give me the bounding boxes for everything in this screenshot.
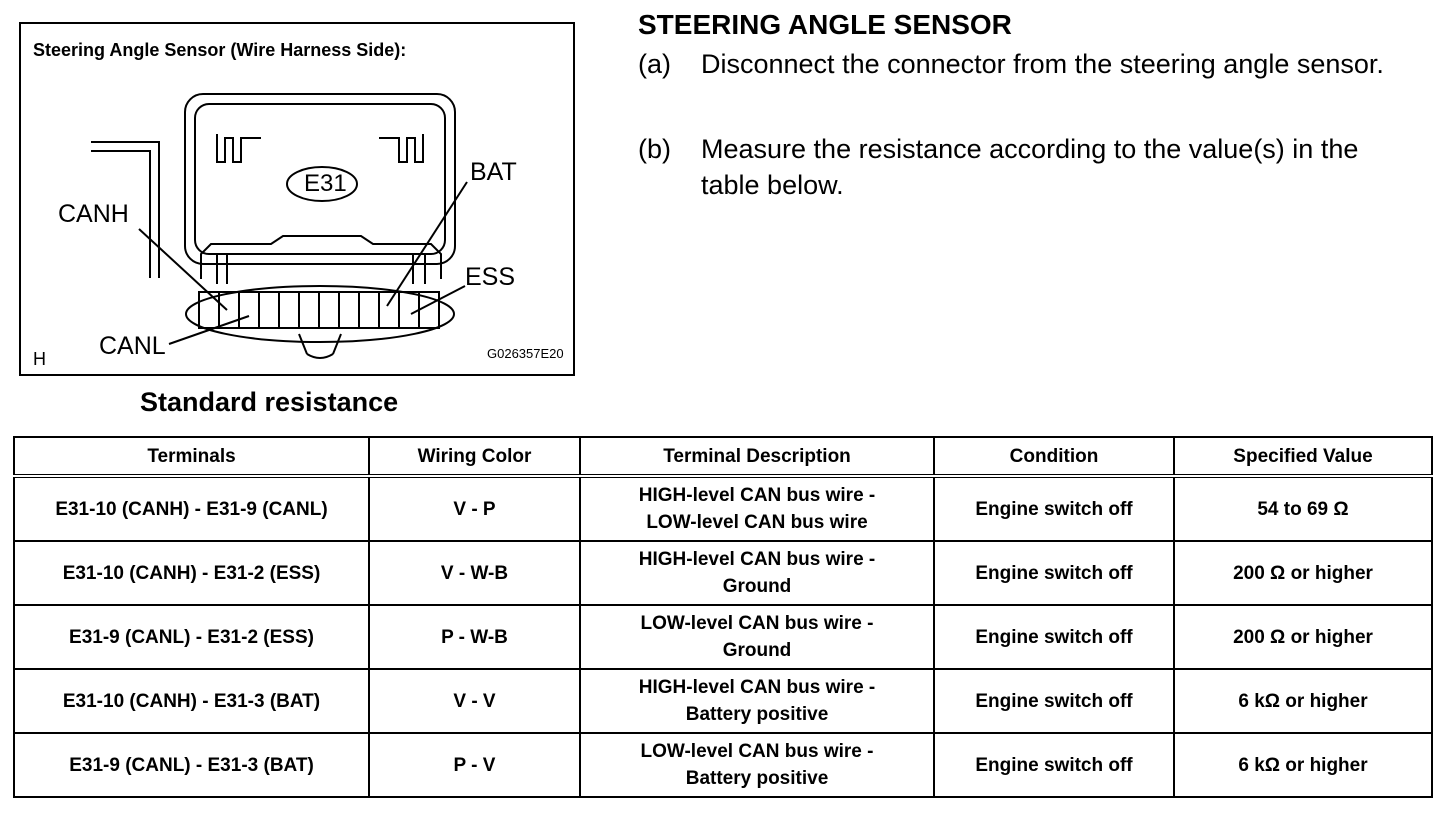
table-header-row: Terminals Wiring Color Terminal Descript… <box>13 436 1433 478</box>
ess-label: ESS <box>465 263 516 291</box>
canl-label: CANL <box>99 332 166 360</box>
cell-wiring-color: P - W-B <box>368 604 581 670</box>
cell-specified-value: 6 kΩ or higher <box>1173 668 1433 734</box>
step-text: Measure the resistance according to the … <box>701 134 1359 200</box>
canh-label: CANH <box>58 200 129 228</box>
step-b: (b) Measure the resistance according to … <box>638 131 1418 203</box>
bottom-lock-tab <box>298 333 342 359</box>
cell-condition: Engine switch off <box>933 604 1175 670</box>
desc-line-2: Battery positive <box>685 768 829 789</box>
desc-line-1: HIGH-level CAN bus wire - <box>638 485 876 506</box>
table-row: E31-10 (CANH) - E31-2 (ESS) V - W-B HIGH… <box>13 540 1433 606</box>
connector-upper-inner <box>194 103 446 255</box>
step-text: Disconnect the connector from the steeri… <box>701 49 1384 79</box>
desc-line-1: HIGH-level CAN bus wire - <box>638 549 876 570</box>
latch-slot-left <box>216 134 261 163</box>
cell-wiring-color: P - V <box>368 732 581 798</box>
cell-terminals: E31-9 (CANL) - E31-2 (ESS) <box>13 604 370 670</box>
desc-line-1: LOW-level CAN bus wire - <box>640 741 874 762</box>
desc-line-2: Ground <box>722 640 792 661</box>
header-wiring-color: Wiring Color <box>368 436 581 478</box>
bat-label: BAT <box>470 158 517 186</box>
cell-terminal-description: LOW-level CAN bus wire - Battery positive <box>579 732 935 798</box>
figure-corner-letter: H <box>33 349 46 369</box>
cell-terminal-description: LOW-level CAN bus wire - Ground <box>579 604 935 670</box>
desc-line-1: HIGH-level CAN bus wire - <box>638 677 876 698</box>
figure-code: G026357E20 <box>487 346 564 361</box>
table-row: E31-10 (CANH) - E31-3 (BAT) V - V HIGH-l… <box>13 668 1433 734</box>
step-a: (a) Disconnect the connector from the st… <box>638 46 1418 82</box>
cell-terminal-description: HIGH-level CAN bus wire - Ground <box>579 540 935 606</box>
cell-condition: Engine switch off <box>933 732 1175 798</box>
table-title: Standard resistance <box>140 387 399 417</box>
step-letter: (a) <box>638 49 671 79</box>
cell-specified-value: 200 Ω or higher <box>1173 540 1433 606</box>
connector-lower-housing <box>200 235 442 279</box>
cell-specified-value: 54 to 69 Ω <box>1173 475 1433 542</box>
connector-upper-housing <box>184 93 456 265</box>
header-terminal-description: Terminal Description <box>579 436 935 478</box>
leader-bat <box>386 181 468 307</box>
desc-line-1: LOW-level CAN bus wire - <box>640 613 874 634</box>
cell-condition: Engine switch off <box>933 668 1175 734</box>
cell-condition: Engine switch off <box>933 540 1175 606</box>
table-row: E31-9 (CANL) - E31-2 (ESS) P - W-B LOW-l… <box>13 604 1433 670</box>
cell-wiring-color: V - P <box>368 475 581 542</box>
standard-resistance-table: Terminals Wiring Color Terminal Descript… <box>13 436 1433 798</box>
cell-terminals: E31-10 (CANH) - E31-2 (ESS) <box>13 540 370 606</box>
cell-terminal-description: HIGH-level CAN bus wire - LOW-level CAN b… <box>579 475 935 542</box>
terminal-dividers <box>218 292 420 328</box>
desc-line-2: Ground <box>722 576 792 597</box>
section-title: STEERING ANGLE SENSOR <box>638 9 1012 40</box>
harness-inner-line <box>91 150 151 278</box>
leader-ess <box>410 285 466 315</box>
table-row: E31-10 (CANH) - E31-9 (CANL) V - P HIGH-… <box>13 475 1433 542</box>
cell-specified-value: 6 kΩ or higher <box>1173 732 1433 798</box>
connector-figure: Steering Angle Sensor (Wire Harness Side… <box>19 22 575 376</box>
table-row: E31-9 (CANL) - E31-3 (BAT) P - V LOW-lev… <box>13 732 1433 798</box>
leader-canl <box>168 315 250 345</box>
desc-line-2: Battery positive <box>685 704 829 725</box>
cell-specified-value: 200 Ω or higher <box>1173 604 1433 670</box>
header-specified-value: Specified Value <box>1173 436 1433 478</box>
connector-code-label: E31 <box>304 170 347 197</box>
cell-wiring-color: V - V <box>368 668 581 734</box>
cell-terminals: E31-9 (CANL) - E31-3 (BAT) <box>13 732 370 798</box>
cell-terminal-description: HIGH-level CAN bus wire - Battery positiv… <box>579 668 935 734</box>
cell-condition: Engine switch off <box>933 475 1175 542</box>
cell-wiring-color: V - W-B <box>368 540 581 606</box>
connector-code-ellipse <box>286 166 358 202</box>
cell-terminals: E31-10 (CANH) - E31-9 (CANL) <box>13 475 370 542</box>
terminal-highlight-ellipse <box>185 285 455 343</box>
figure-caption: Steering Angle Sensor (Wire Harness Side… <box>33 40 407 60</box>
header-terminals: Terminals <box>13 436 370 478</box>
lower-housing-teeth <box>216 254 426 284</box>
step-letter: (b) <box>638 134 671 164</box>
connector-drawing <box>91 93 468 359</box>
desc-line-2: LOW-level CAN bus wire <box>646 512 868 533</box>
latch-slot-right <box>379 134 424 163</box>
harness-outer-line <box>91 141 160 278</box>
cell-terminals: E31-10 (CANH) - E31-3 (BAT) <box>13 668 370 734</box>
header-condition: Condition <box>933 436 1175 478</box>
leader-canh <box>138 228 228 311</box>
